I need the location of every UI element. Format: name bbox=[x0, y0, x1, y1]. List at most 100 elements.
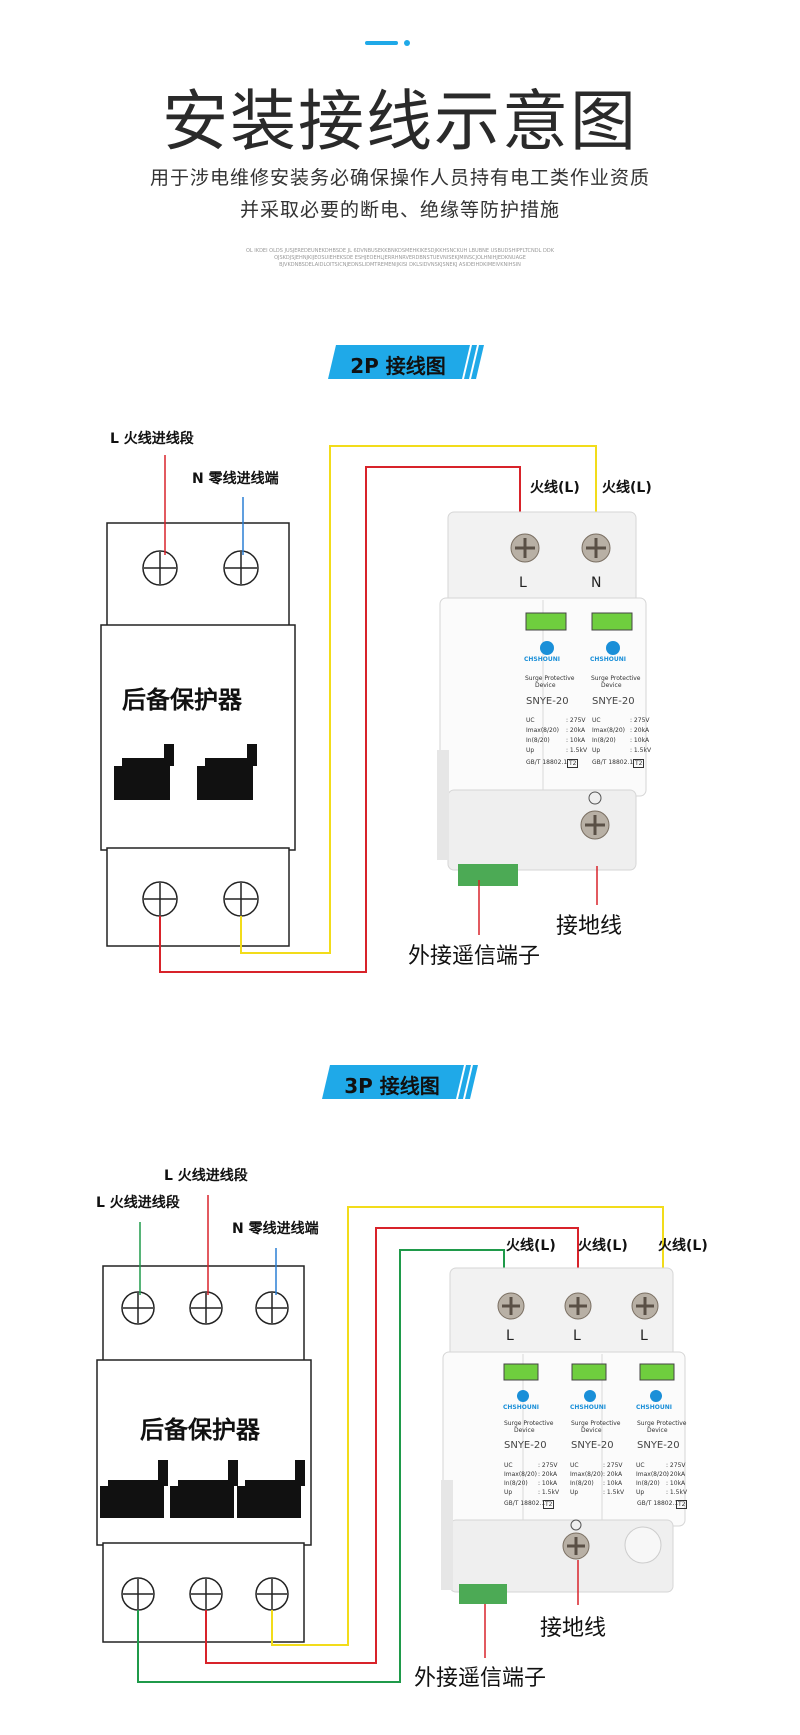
spd-3p-class-3: T2 bbox=[676, 1500, 688, 1509]
spd-3p-brand-1: CHSHOUNI bbox=[503, 1404, 539, 1411]
fine-print-1: OL IKDEI OLDS JUSJEREDEUNEKDHBSDE JL 6DV… bbox=[246, 248, 554, 254]
section-2p-badge: 2P 接线图 bbox=[328, 345, 488, 379]
backup-breaker-2p bbox=[100, 522, 296, 947]
spd-2p-spec-value: : 20kA bbox=[566, 727, 586, 734]
spd-2p-spec-value: : 275V bbox=[630, 717, 650, 724]
spd-3p-terminal-1: L bbox=[506, 1328, 514, 1344]
spd-2p-standard-1: GB/T 18802.1 bbox=[526, 759, 568, 766]
spd-3p-spec-label: UC bbox=[570, 1462, 579, 1469]
spd-3p-desc2-2: Device bbox=[581, 1427, 602, 1434]
label-3p-live-1: 火线(L) bbox=[506, 1238, 556, 1254]
spd-3p-model-3: SNYE-20 bbox=[637, 1440, 680, 1451]
label-3p-live-2: 火线(L) bbox=[578, 1238, 628, 1254]
spd-3p-spec-label: UC bbox=[504, 1462, 513, 1469]
label-3p-ground: 接地线 bbox=[540, 1616, 607, 1641]
spd-3p-spec-value: : 275V bbox=[666, 1462, 686, 1469]
spd-3p-spec-value: : 20kA bbox=[603, 1471, 623, 1478]
fine-print-2: OJSKDJSJEHNJKIJEOSUIEHEKSDE ESHJEOEHLJER… bbox=[274, 255, 526, 261]
label-2p-live-in: L 火线进线段 bbox=[110, 431, 194, 447]
spd-device-3p bbox=[441, 1267, 686, 1604]
spd-3p-desc2-1: Device bbox=[514, 1427, 535, 1434]
section-3p-badge: 3P 接线图 bbox=[322, 1065, 482, 1099]
spd-3p-spec-label: Imax(8/20) bbox=[636, 1471, 669, 1478]
spd-2p-brand-1: CHSHOUNI bbox=[524, 656, 560, 663]
spd-3p-spec-label: UC bbox=[636, 1462, 645, 1469]
subtitle-line-1: 用于涉电维修安装务必确保操作人员持有电工类作业资质 bbox=[149, 167, 650, 189]
breaker-2p-name: 后备保护器 bbox=[122, 686, 242, 714]
spd-2p-spec-label: Imax(8/20) bbox=[526, 727, 559, 734]
spd-2p-brand-2: CHSHOUNI bbox=[590, 656, 626, 663]
label-3p-remote: 外接遥信端子 bbox=[414, 1666, 547, 1691]
spd-3p-brand-2: CHSHOUNI bbox=[570, 1404, 606, 1411]
spd-3p-spec-label: Up bbox=[504, 1489, 513, 1496]
spd-3p-desc2-3: Device bbox=[647, 1427, 668, 1434]
spd-3p-brand-3: CHSHOUNI bbox=[636, 1404, 672, 1411]
spd-2p-spec-value: : 10kA bbox=[630, 737, 650, 744]
spd-3p-spec-value: : 275V bbox=[603, 1462, 623, 1469]
spd-3p-standard-3: GB/T 18802.1 bbox=[637, 1500, 679, 1507]
spd-3p-spec-label: In(8/20) bbox=[570, 1480, 594, 1487]
backup-breaker-3p bbox=[96, 1265, 312, 1643]
spd-2p-spec-label: UC bbox=[592, 717, 601, 724]
spd-3p-model-2: SNYE-20 bbox=[571, 1440, 614, 1451]
spd-3p-desc-1: Surge Protective bbox=[504, 1420, 554, 1427]
spd-2p-spec-label: UC bbox=[526, 717, 535, 724]
spd-2p-spec-value: : 1.5kV bbox=[566, 747, 588, 754]
spd-3p-spec-label: In(8/20) bbox=[504, 1480, 528, 1487]
spd-2p-spec-value: : 20kA bbox=[630, 727, 650, 734]
spd-2p-spec-label: Up bbox=[592, 747, 601, 754]
spd-3p-desc-3: Surge Protective bbox=[637, 1420, 687, 1427]
spd-2p-class-2: T2 bbox=[633, 759, 645, 768]
spd-2p-spec-label: In(8/20) bbox=[526, 737, 550, 744]
header-accent-bar bbox=[365, 41, 398, 45]
spd-3p-spec-value: : 10kA bbox=[666, 1480, 686, 1487]
section-2p-title: 2P 接线图 bbox=[350, 354, 446, 378]
spd-device-2p bbox=[437, 511, 647, 886]
breaker-3p-screws bbox=[121, 1291, 289, 1611]
spd-3p-desc-2: Surge Protective bbox=[571, 1420, 621, 1427]
header-accent-dot bbox=[404, 40, 410, 46]
label-2p-live-1: 火线(L) bbox=[530, 480, 580, 496]
label-2p-neutral-in: N 零线进线端 bbox=[192, 471, 279, 487]
spd-3p-spec-value: : 1.5kV bbox=[666, 1489, 688, 1496]
spd-3p-spec-value: : 275V bbox=[538, 1462, 558, 1469]
spd-3p-spec-value: : 10kA bbox=[538, 1480, 558, 1487]
spd-2p-model-2: SNYE-20 bbox=[592, 696, 635, 707]
spd-3p-spec-value: : 1.5kV bbox=[538, 1489, 560, 1496]
spd-3p-model-1: SNYE-20 bbox=[504, 1440, 547, 1451]
badge-shape bbox=[322, 1065, 478, 1099]
label-3p-live-in-b: L 火线进线段 bbox=[164, 1168, 248, 1184]
spd-2p-terminal-l: L bbox=[519, 575, 527, 591]
spd-2p-desc2-1: Device bbox=[535, 682, 556, 689]
label-2p-remote: 外接遥信端子 bbox=[408, 944, 541, 969]
spd-3p-spec-value: : 20kA bbox=[538, 1471, 558, 1478]
fine-print-3: BJVKDNBSDELAIDLOITSICNJEDNSLIDMTREMENIJK… bbox=[279, 262, 521, 268]
breaker-3p-name: 后备保护器 bbox=[140, 1416, 260, 1444]
spd-3p-terminal-3: L bbox=[640, 1328, 648, 1344]
label-2p-live-2: 火线(L) bbox=[602, 480, 652, 496]
label-3p-live-3: 火线(L) bbox=[658, 1238, 708, 1254]
spd-3p-spec-label: Imax(8/20) bbox=[570, 1471, 603, 1478]
spd-2p-standard-2: GB/T 18802.1 bbox=[592, 759, 634, 766]
spd-2p-spec-label: Imax(8/20) bbox=[592, 727, 625, 734]
spd-3p-terminal-2: L bbox=[573, 1328, 581, 1344]
spd-2p-desc2-2: Device bbox=[601, 682, 622, 689]
spd-2p-terminal-n: N bbox=[591, 575, 602, 591]
spd-2p-spec-label: In(8/20) bbox=[592, 737, 616, 744]
spd-2p-model-1: SNYE-20 bbox=[526, 696, 569, 707]
page-title: 安装接线示意图 bbox=[162, 83, 638, 160]
spd-2p-desc-2: Surge Protective bbox=[591, 675, 641, 682]
spd-3p-spec-value: : 1.5kV bbox=[603, 1489, 625, 1496]
label-2p-ground: 接地线 bbox=[556, 914, 623, 939]
label-3p-live-in-a: L 火线进线段 bbox=[96, 1195, 180, 1211]
section-3p-title: 3P 接线图 bbox=[344, 1074, 440, 1098]
spd-3p-spec-label: Imax(8/20) bbox=[504, 1471, 537, 1478]
label-3p-neutral-in: N 零线进线端 bbox=[232, 1221, 319, 1237]
spd-3p-spec-label: Up bbox=[636, 1489, 645, 1496]
spd-2p-spec-value: : 10kA bbox=[566, 737, 586, 744]
spd-3p-class-1: T2 bbox=[543, 1500, 555, 1509]
subtitle-line-2: 并采取必要的断电、绝缘等防护措施 bbox=[239, 199, 560, 221]
spd-2p-spec-value: : 1.5kV bbox=[630, 747, 652, 754]
